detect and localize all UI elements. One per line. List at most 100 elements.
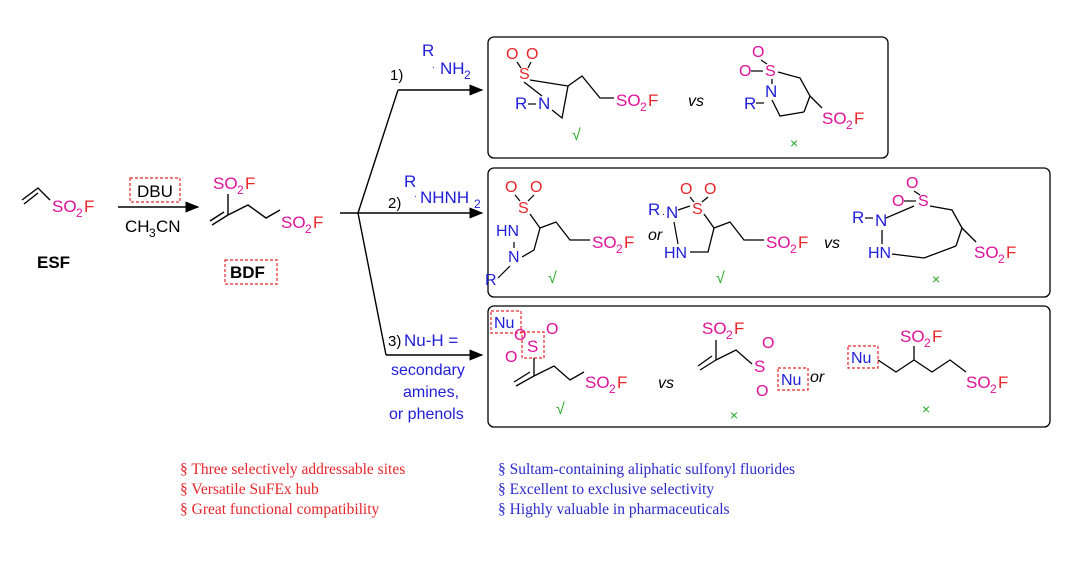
svg-text:O: O <box>526 46 538 63</box>
box-1-cross: × <box>790 135 798 151</box>
svg-text:S: S <box>754 357 765 376</box>
svg-text:O: O <box>546 321 558 338</box>
svg-text:R: R <box>852 208 864 227</box>
svg-text:O: O <box>739 63 751 80</box>
svg-text:2: 2 <box>474 197 481 211</box>
svg-text:O: O <box>680 181 692 198</box>
svg-text:O: O <box>892 193 904 210</box>
nu-addition-product: Nu SO 2 F SO 2 F <box>847 327 1008 396</box>
svg-text:R: R <box>648 200 660 219</box>
pyrazolidine-sultam-a: O O S HN N R SO 2 F <box>485 179 634 289</box>
branch-3-note-1: secondary <box>391 362 465 379</box>
svg-text:SO: SO <box>52 197 77 216</box>
svg-text:O: O <box>530 179 542 196</box>
svg-text:SO: SO <box>585 373 610 392</box>
svg-text:F: F <box>84 197 94 216</box>
svg-text:.: . <box>414 189 417 200</box>
bullet-right-3: § Highly valuable in pharmaceuticals <box>498 501 730 518</box>
svg-text:F: F <box>854 109 864 128</box>
svg-text:O: O <box>704 181 716 198</box>
box-3-or: or <box>810 369 825 386</box>
bullets-right: § Sultam-containing aliphatic sulfonyl f… <box>498 460 795 520</box>
branch-3-note-3: or phenols <box>389 406 464 423</box>
svg-text:O: O <box>505 179 517 196</box>
svg-text:S: S <box>765 63 776 80</box>
svg-text:O: O <box>762 335 774 352</box>
svg-text:2: 2 <box>616 242 623 256</box>
branch-2-reagent: R . NHNH 2 <box>404 172 481 211</box>
svg-text:2: 2 <box>990 382 997 396</box>
svg-text:O: O <box>514 327 526 344</box>
svg-text:O: O <box>906 175 918 192</box>
svg-text:2: 2 <box>924 336 931 350</box>
svg-text:F: F <box>734 319 744 338</box>
svg-text:2: 2 <box>464 68 471 82</box>
svg-text:S: S <box>918 193 929 210</box>
svg-text:R: R <box>404 172 416 191</box>
svg-text:S: S <box>518 200 529 217</box>
branch-2-step: 2) <box>388 195 401 212</box>
bullet-left-1: § Three selectively addressable sites <box>180 461 406 478</box>
svg-text:SO: SO <box>766 233 791 252</box>
branch-1-reagent: R . NH 2 <box>422 41 471 82</box>
branch-1-step: 1) <box>390 67 403 84</box>
svg-text:SO: SO <box>974 243 999 262</box>
svg-text:N: N <box>875 211 887 230</box>
bullet-left-2: § Versatile SuFEx hub <box>180 481 319 498</box>
bullets-left: § Three selectively addressable sites § … <box>180 460 405 520</box>
svg-text:SO: SO <box>966 373 991 392</box>
svg-text:S: S <box>692 201 703 218</box>
sultam-5-ring: O O S R N SO 2 F <box>506 46 658 120</box>
bullet-right-2: § Excellent to exclusive selectivity <box>498 481 715 498</box>
svg-text:NH: NH <box>440 59 465 78</box>
sulfonamide-product: Nu O O S O SO 2 F <box>490 310 627 396</box>
svg-text:O: O <box>506 46 518 63</box>
svg-text:HN: HN <box>496 223 519 240</box>
svg-text:SO: SO <box>702 319 727 338</box>
box-1-check: √ <box>572 127 581 144</box>
svg-text:F: F <box>648 91 658 110</box>
svg-text:SO: SO <box>900 327 925 346</box>
svg-text:R: R <box>422 41 434 60</box>
svg-text:F: F <box>624 233 634 252</box>
bdf-box <box>224 259 278 285</box>
solvent-label: CH 3 CN <box>125 217 181 240</box>
svg-text:F: F <box>1006 243 1016 262</box>
svg-text:F: F <box>245 174 255 193</box>
svg-text:2: 2 <box>305 222 312 236</box>
box-3-vs: vs <box>658 375 674 392</box>
pyrazolidine-sultam-b: R . N O O S or HN SO 2 F <box>648 181 808 262</box>
alkyl-sulfonyl-product: SO 2 F O S O Nu <box>697 319 809 400</box>
bullet-right-1: § Sultam-containing aliphatic sulfonyl f… <box>498 461 796 478</box>
branch-3-step: 3) <box>388 333 401 350</box>
branch-3-reagent: Nu-H = <box>404 331 458 350</box>
reaction-scheme: SO 2 F ESF DBU CH 3 CN SO 2 F SO 2 F BDF… <box>21 36 1051 428</box>
product-box-2 <box>487 167 1051 298</box>
box-2-vs: vs <box>824 235 840 252</box>
nu-label-c: Nu <box>851 350 871 367</box>
product-box-3 <box>487 305 1051 428</box>
box-3-cross-a: × <box>730 407 738 423</box>
svg-text:CN: CN <box>156 217 181 236</box>
box-2-or: or <box>648 227 663 244</box>
svg-text:F: F <box>932 327 942 346</box>
svg-text:2: 2 <box>609 382 616 396</box>
box-3-check: √ <box>556 401 565 418</box>
box-2-check-b: √ <box>716 270 725 287</box>
catalyst-box <box>129 177 181 203</box>
svg-text:SO: SO <box>281 213 306 232</box>
svg-text:2: 2 <box>640 100 647 114</box>
box-3-cross-b: × <box>922 401 930 417</box>
svg-text:R: R <box>515 94 527 113</box>
svg-text:SO: SO <box>616 91 641 110</box>
svg-text:2: 2 <box>237 183 244 197</box>
svg-text:R: R <box>485 272 497 289</box>
svg-text:2: 2 <box>726 328 733 342</box>
svg-text:S: S <box>519 66 530 83</box>
nu-label-a: Nu <box>494 315 514 332</box>
svg-text:.: . <box>662 207 665 218</box>
svg-text:O: O <box>505 349 517 366</box>
svg-text:HN: HN <box>664 245 687 262</box>
svg-text:N: N <box>666 203 678 222</box>
svg-text:HN: HN <box>868 245 891 262</box>
